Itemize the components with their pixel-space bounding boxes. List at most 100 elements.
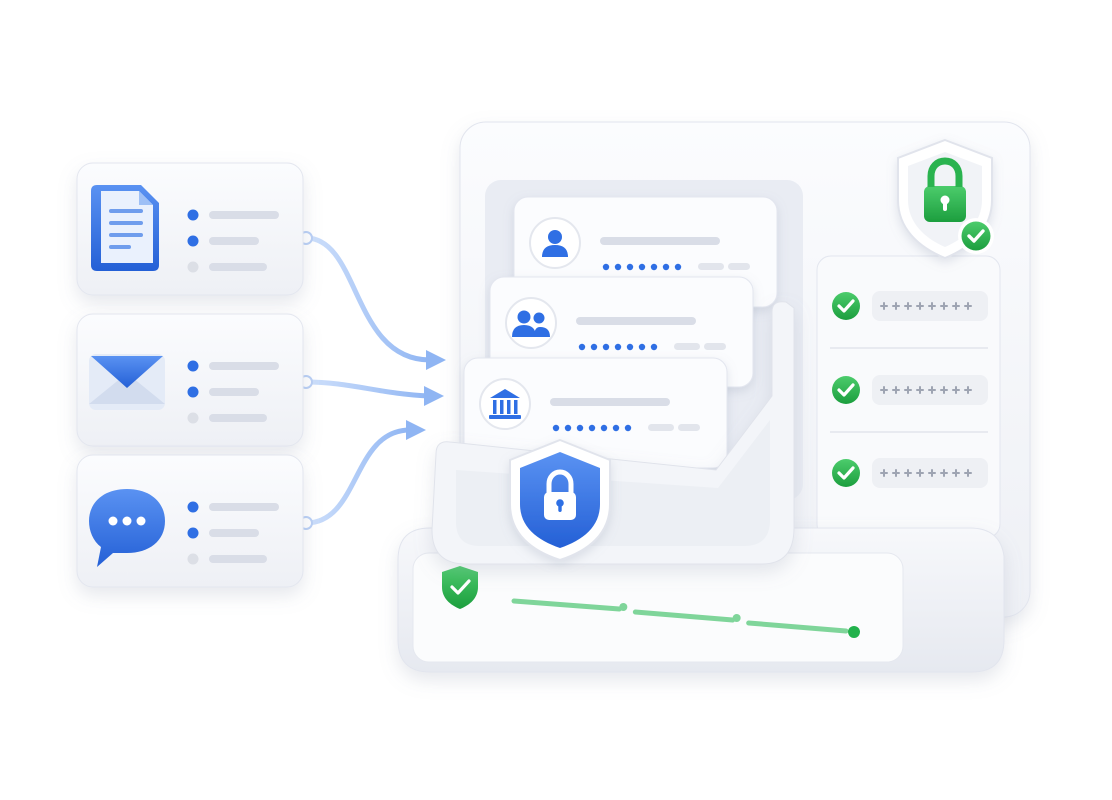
bullet <box>187 501 199 513</box>
mask-asterisk <box>940 386 948 394</box>
progress-track <box>511 598 860 638</box>
mask-asterisk <box>940 469 948 477</box>
bullet <box>187 209 199 221</box>
masked-dot <box>626 343 634 351</box>
mask-asterisk <box>952 469 960 477</box>
mask-asterisk <box>880 386 888 394</box>
flow-line-chat <box>303 427 413 526</box>
masked-dot <box>602 263 610 271</box>
placeholder-line <box>576 317 696 325</box>
placeholder-line <box>209 263 267 271</box>
chat-bubble-icon <box>89 489 165 567</box>
user-icon <box>542 230 568 257</box>
masked-dot <box>614 343 622 351</box>
placeholder-line <box>698 263 724 270</box>
placeholder-line <box>209 503 279 511</box>
mask-asterisk <box>880 302 888 310</box>
bullet <box>187 553 199 565</box>
masked-dot <box>602 343 610 351</box>
mask-asterisk <box>928 386 936 394</box>
placeholder-line <box>648 424 674 431</box>
mask-asterisk <box>916 386 924 394</box>
placeholder-line <box>209 211 279 219</box>
bullet <box>187 527 199 539</box>
check-circle-icon <box>832 459 860 487</box>
mask-asterisk <box>904 302 912 310</box>
masked-dot <box>638 343 646 351</box>
mask-asterisk <box>928 302 936 310</box>
mask-asterisk <box>892 469 900 477</box>
status-bar <box>442 566 860 638</box>
masked-dot <box>674 263 682 271</box>
placeholder-line <box>678 424 700 431</box>
mask-asterisk <box>964 302 972 310</box>
placeholder-line <box>704 343 726 350</box>
arrowhead <box>426 350 446 370</box>
check-circle-icon <box>958 218 994 254</box>
mask-asterisk <box>928 469 936 477</box>
mask-asterisk <box>904 469 912 477</box>
progress-end-node <box>848 626 860 638</box>
mask-asterisk <box>904 386 912 394</box>
masked-dot <box>650 343 658 351</box>
masked-dot <box>600 424 608 432</box>
mask-asterisk <box>940 302 948 310</box>
masked-dot <box>590 343 598 351</box>
vault-record-list <box>463 196 778 469</box>
masked-dot <box>552 424 560 432</box>
placeholder-line <box>209 414 267 422</box>
placeholder-line <box>209 388 259 396</box>
masked-dot <box>612 424 620 432</box>
envelope-icon <box>89 354 165 410</box>
mask-asterisk <box>952 302 960 310</box>
users-group-icon <box>512 310 550 337</box>
placeholder-line <box>674 343 700 350</box>
source-card <box>76 313 304 447</box>
placeholder-line <box>209 529 259 537</box>
progress-segment <box>746 620 849 634</box>
masked-dot <box>588 424 596 432</box>
masked-dot <box>650 263 658 271</box>
verified-field-row <box>832 375 988 405</box>
placeholder-line <box>209 237 259 245</box>
mask-asterisk <box>952 386 960 394</box>
masked-dot <box>662 263 670 271</box>
placeholder-line <box>600 237 720 245</box>
flow-arrowheads <box>406 350 446 440</box>
masked-dot <box>614 263 622 271</box>
bullet <box>187 235 199 247</box>
icon-badge <box>479 378 531 430</box>
verified-field-row <box>832 458 988 488</box>
verified-field-row <box>832 291 988 321</box>
masked-dot <box>638 263 646 271</box>
mask-asterisk <box>880 469 888 477</box>
bullet <box>187 360 199 372</box>
placeholder-line <box>550 398 670 406</box>
mask-asterisk <box>964 386 972 394</box>
mask-asterisk <box>916 469 924 477</box>
verified-field-list <box>832 291 988 488</box>
flow-connectors <box>303 235 433 526</box>
progress-node <box>619 603 628 611</box>
document-icon <box>91 185 159 271</box>
check-circle-icon <box>832 292 860 320</box>
shield-lock-icon <box>509 438 611 562</box>
flow-line-email <box>303 379 433 399</box>
progress-node <box>732 614 741 622</box>
masked-dot <box>564 424 572 432</box>
placeholder-line <box>209 555 267 563</box>
icon-badge <box>505 297 557 349</box>
check-circle-icon <box>832 376 860 404</box>
bank-icon <box>489 389 521 419</box>
source-card <box>76 162 304 296</box>
masked-dot <box>626 263 634 271</box>
flow-line-document <box>303 235 433 363</box>
placeholder-line <box>728 263 750 270</box>
masked-dot <box>624 424 632 432</box>
source-card <box>76 454 304 588</box>
mask-asterisk <box>892 302 900 310</box>
masked-dot <box>578 343 586 351</box>
arrowhead <box>406 420 426 440</box>
mask-asterisk <box>964 469 972 477</box>
